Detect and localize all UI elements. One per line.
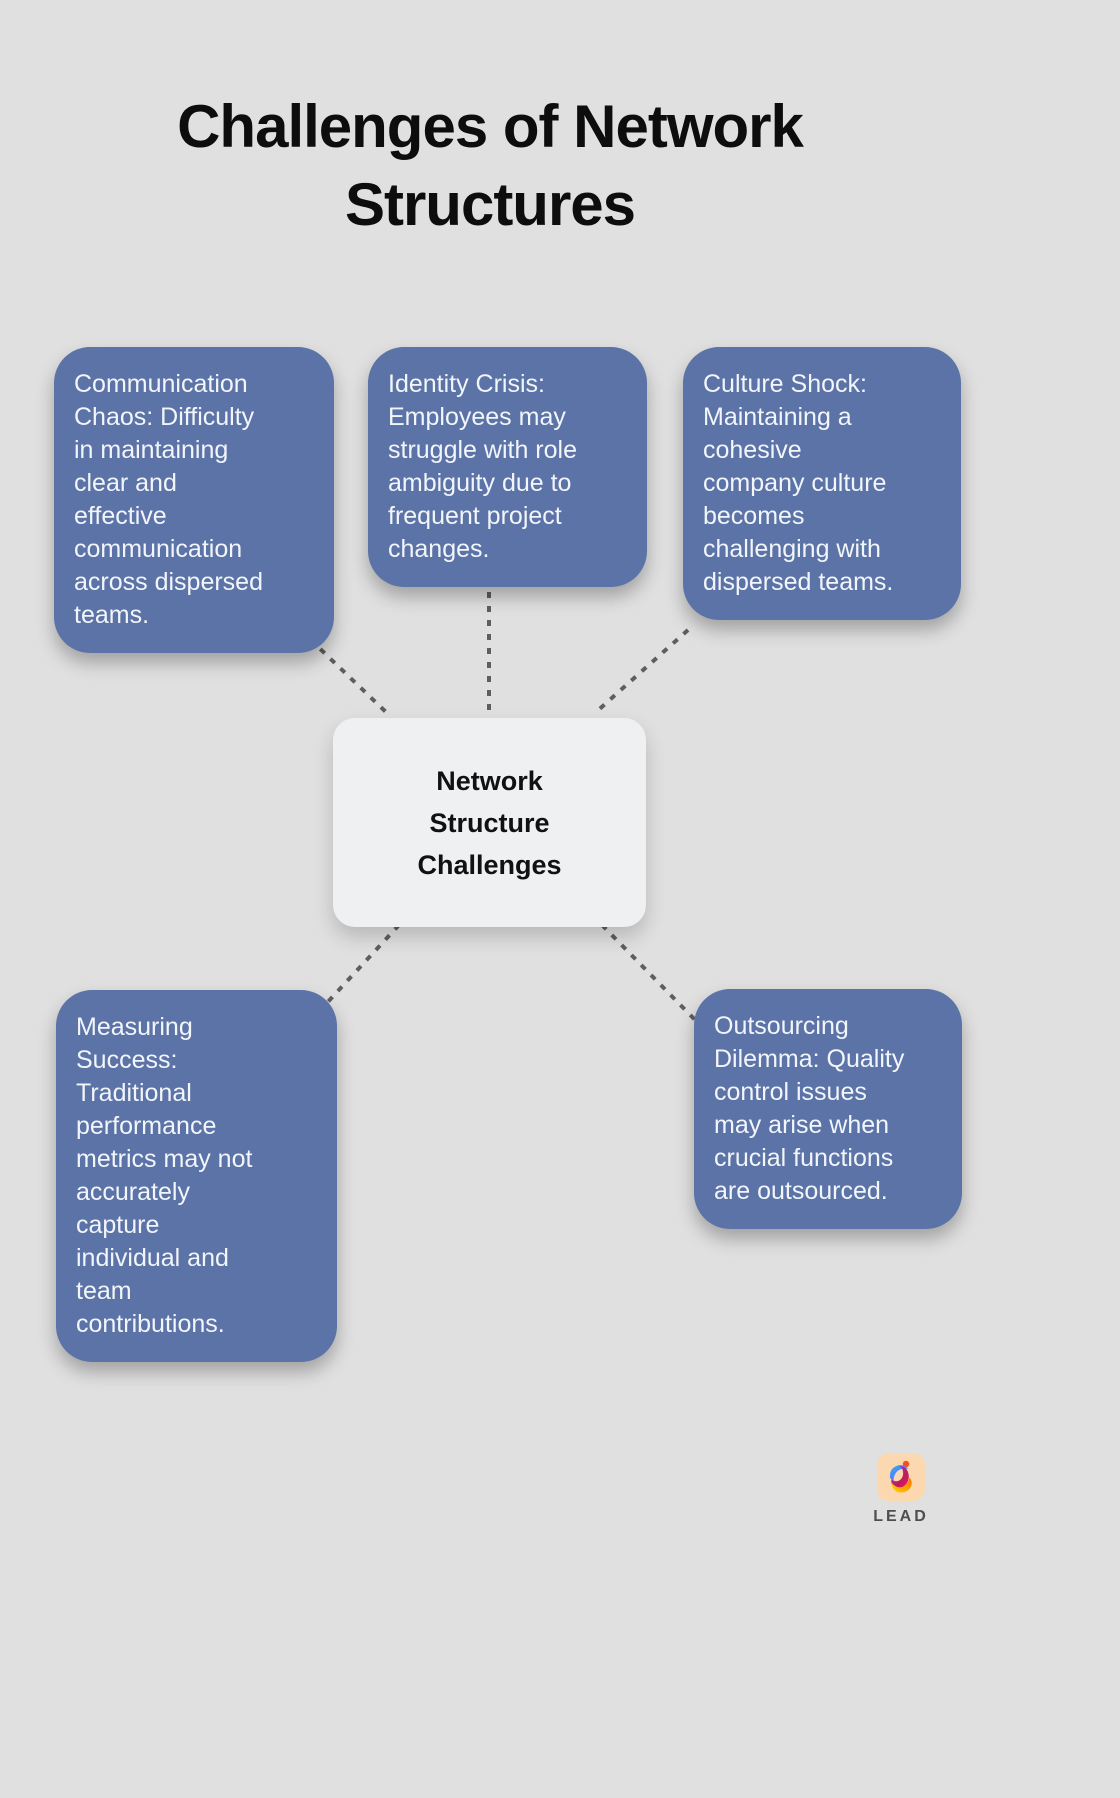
challenge-box-measuring-success: Measuring Success: Traditional performan… xyxy=(56,990,337,1362)
challenge-box-outsourcing-dilemma: Outsourcing Dilemma: Quality control iss… xyxy=(694,989,962,1229)
challenge-box-culture-shock: Culture Shock: Maintaining a cohesive co… xyxy=(683,347,961,620)
lead-logo: LEAD xyxy=(851,1453,951,1526)
connector-line-top-right xyxy=(593,628,690,715)
center-node: Network Structure Challenges xyxy=(333,718,646,927)
challenge-box-communication-chaos: Communication Chaos: Difficulty in maint… xyxy=(54,347,334,653)
challenge-box-identity-crisis: Identity Crisis: Employees may struggle … xyxy=(368,347,647,587)
lead-wordmark: LEAD xyxy=(873,1508,929,1525)
page-title: Challenges of Network Structures xyxy=(177,93,804,238)
connector-line-bottom-right xyxy=(600,923,705,1030)
lead-swoosh-icon xyxy=(877,1453,925,1501)
